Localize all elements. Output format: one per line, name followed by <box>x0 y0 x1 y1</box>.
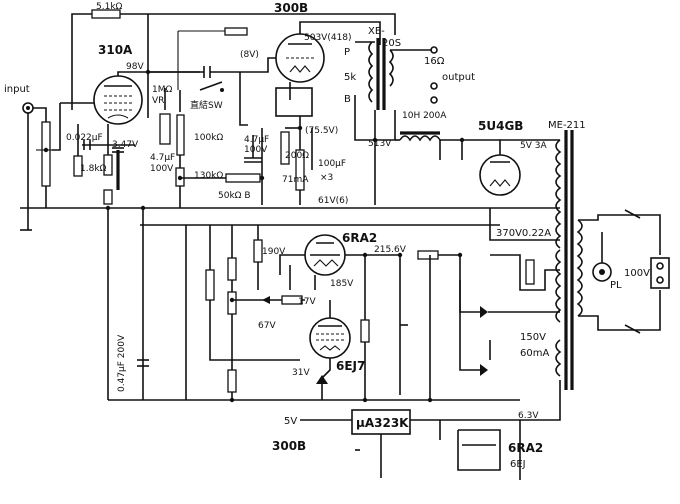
power-transformer <box>555 130 640 390</box>
label-200ohm: 200Ω <box>285 151 309 161</box>
label-47b: 4.7μF <box>244 135 269 145</box>
label-150v: 150V <box>520 332 546 343</box>
label-98v: 98V <box>126 62 144 72</box>
bias-network <box>180 72 313 205</box>
label-vr: VR <box>152 96 164 106</box>
tube-310a <box>60 71 200 125</box>
label-310a: 310A <box>98 43 133 57</box>
label-5k: 5k <box>344 72 356 83</box>
label-input: input <box>4 84 30 95</box>
label-me211: ME-211 <box>548 120 586 131</box>
label-100k: 100kΩ <box>194 133 223 143</box>
label-100v: 100V <box>624 268 650 279</box>
label-p: P <box>344 47 350 58</box>
label-8v: (8V) <box>240 50 259 60</box>
label-63v: 6.3V <box>518 411 539 421</box>
junctions <box>43 69 465 403</box>
cap-047 <box>137 359 149 367</box>
label-31v: 31V <box>292 368 310 378</box>
resistor-5k1 <box>91 9 121 19</box>
label-047: 0.47μF 200V <box>117 334 127 392</box>
label-71ma: 71mA <box>282 175 309 185</box>
label-6ra2: 6RA2 <box>342 231 377 245</box>
label-130k: 130kΩ <box>194 171 223 181</box>
label-47a-v: 100V <box>150 164 174 174</box>
label-5v: 5V <box>284 416 297 427</box>
label-61v: 61V(6) <box>318 196 348 206</box>
label-6ej-b: 6EJ <box>510 459 526 470</box>
label-513v: 513V <box>368 139 392 149</box>
label-47a: 4.7μF <box>150 153 175 163</box>
label-2156v: 215.6V <box>374 245 407 255</box>
label-ic: μA323K <box>356 416 409 430</box>
power-supply-top <box>395 131 560 196</box>
label-60ma: 60mA <box>520 348 549 359</box>
label-300b-b: 300B <box>272 439 306 453</box>
label-5v3a: 5V 3A <box>520 141 547 151</box>
label-xe: XE- <box>368 26 385 37</box>
label-6ej7: 6EJ7 <box>336 359 365 373</box>
label-347v: 3.47V <box>112 140 139 150</box>
schematic-labels: 5.1kΩ 300B 310A 98V input 1MΩ VR (8V) 50… <box>4 1 650 470</box>
label-1m: 1MΩ <box>152 85 172 95</box>
label-100uf: 100μF <box>318 159 346 169</box>
label-0022: 0.022μF <box>66 133 103 143</box>
label-6ra2-b: 6RA2 <box>508 441 543 455</box>
ac-mains <box>592 209 670 334</box>
label-370v: 370V0.22A <box>496 228 551 239</box>
volume-pot <box>41 121 51 187</box>
tube-6ej7 <box>309 300 351 400</box>
regulator-parts <box>185 225 560 400</box>
label-755v: (75.5V) <box>305 126 338 136</box>
cathode-310a <box>73 124 135 205</box>
label-b: B <box>344 94 351 105</box>
pot-50k <box>225 173 261 183</box>
label-503v: 503V(418) <box>304 33 352 43</box>
label-47b-v: 100V <box>244 145 268 155</box>
label-x3: ×3 <box>320 173 333 183</box>
label-chokketsu-sw: 直結SW <box>190 99 223 111</box>
feedback-network <box>71 9 396 110</box>
tube-300b <box>275 21 381 128</box>
label-18k: 1.8kΩ <box>80 164 107 174</box>
label-300b: 300B <box>274 1 308 15</box>
label-50kb: 50kΩ B <box>218 191 251 201</box>
label-190v: 190V <box>262 247 286 257</box>
label-5u4gb: 5U4GB <box>478 119 523 133</box>
label-20s: 20S <box>382 38 401 49</box>
input-section <box>20 102 61 231</box>
label-choke: 10H 200A <box>402 111 447 121</box>
vr-1m <box>159 113 171 145</box>
label-5k1: 5.1kΩ <box>96 2 123 12</box>
label-185v: 185V <box>330 279 354 289</box>
heater-regulator <box>300 380 561 480</box>
label-output: output <box>442 72 475 83</box>
resistor-top <box>224 27 248 36</box>
label-16ohm: 16Ω <box>424 56 445 67</box>
label-17v: 17V <box>298 297 316 307</box>
label-67v: 67V <box>258 321 276 331</box>
label-pl: PL <box>610 280 622 291</box>
